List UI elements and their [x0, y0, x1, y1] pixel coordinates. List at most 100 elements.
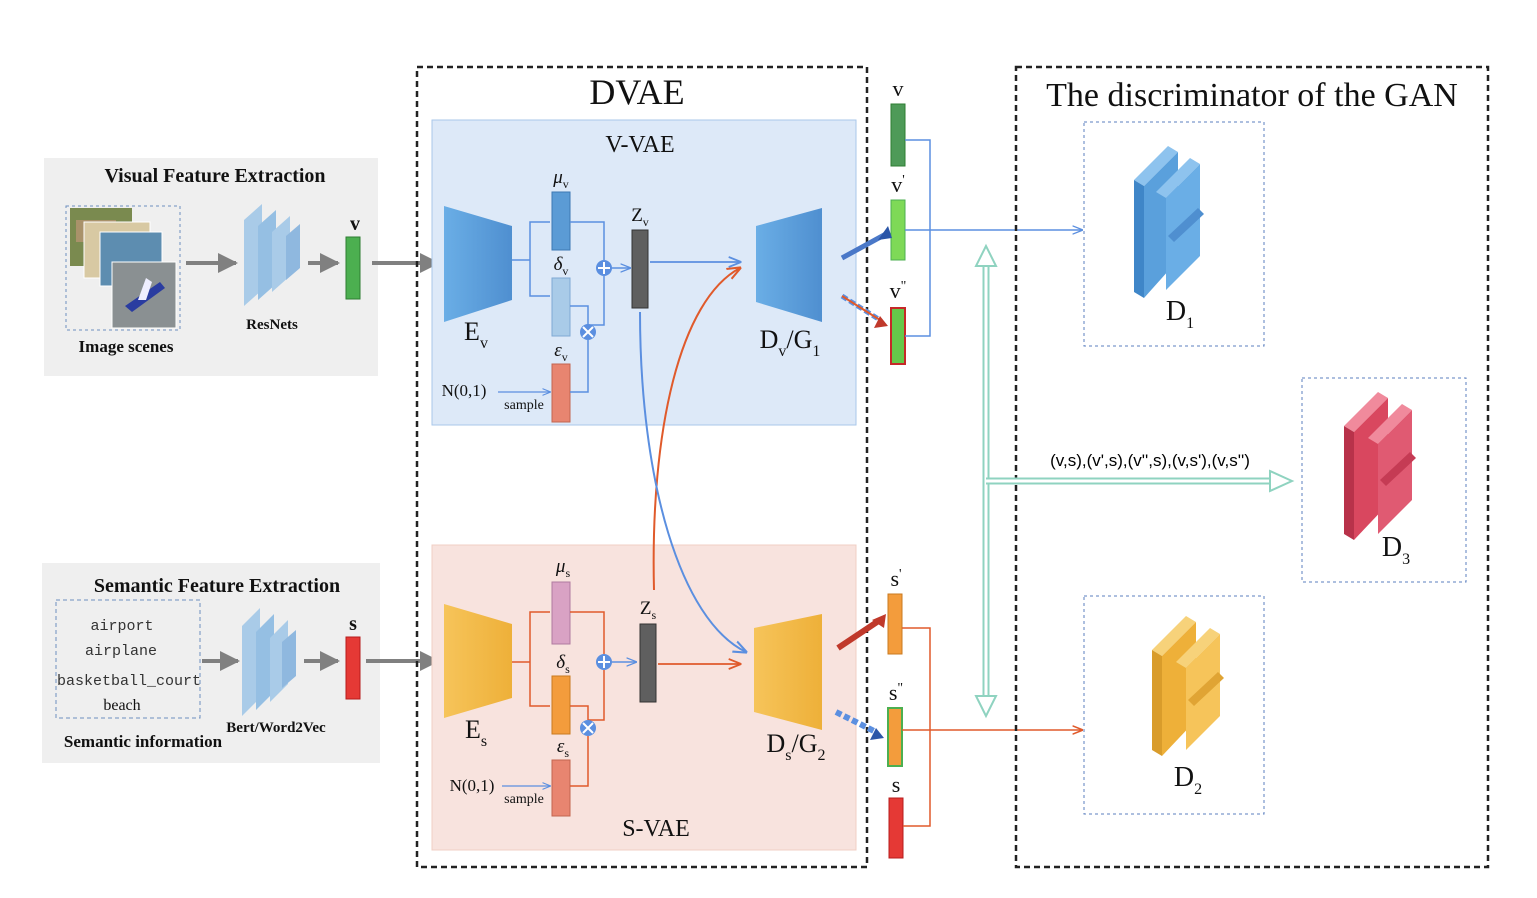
- cross-arrow-zs-to-dv: [652, 268, 740, 591]
- output-s-dprime-mark: ": [897, 681, 903, 696]
- d3-sub: 3: [1402, 551, 1410, 568]
- vvae-decoder-sub2: 1: [812, 343, 820, 360]
- vvae-delta-label: δ: [554, 254, 564, 275]
- svae-encoder-label: E: [465, 715, 481, 744]
- pairs-label: (v,s),(v',s),(v'',s),(v,s'),(v,s''): [1050, 451, 1250, 470]
- svg-text:v": v": [890, 278, 907, 303]
- vvae-label: V-VAE: [605, 132, 674, 158]
- svae-z-sub: s: [651, 608, 656, 622]
- svg-text:s": s": [889, 680, 903, 705]
- semantic-info-caption: Semantic information: [64, 732, 223, 751]
- svae-block: S-VAE Es μs δs εs N(0,1) sample Zs Ds/G2: [431, 544, 857, 851]
- vvae-encoder-shape: [444, 206, 512, 322]
- output-s-dprime-label: s: [889, 680, 898, 705]
- vvae-noise-label: N(0,1): [442, 381, 487, 400]
- svae-z-label: Z: [640, 598, 652, 619]
- svae-mu-label: μ: [555, 556, 566, 577]
- d1-sub: 1: [1186, 315, 1194, 332]
- d2-sub: 2: [1194, 781, 1202, 798]
- visual-extraction-panel: Visual Feature Extraction Image scenes R…: [44, 158, 440, 376]
- vvae-delta-sub: v: [562, 264, 568, 278]
- svae-mu-vector: [551, 581, 571, 645]
- d3-label: D: [1382, 532, 1402, 563]
- semantic-extraction-panel: Semantic Feature Extraction airport airp…: [42, 563, 440, 763]
- svae-delta-vector: [551, 675, 571, 735]
- svg-text:Ev: Ev: [464, 317, 488, 352]
- output-v-dprime-label: v: [890, 278, 901, 303]
- vvae-eps-sub: v: [562, 350, 568, 364]
- semantic-word-4: beach: [103, 697, 140, 714]
- svg-text:v': v': [891, 172, 905, 197]
- semantic-word-3: basketball_court: [57, 673, 201, 690]
- vvae-encoder-label: E: [464, 317, 480, 346]
- vvae-z-vector: [631, 229, 649, 309]
- output-s-prime-vector: [887, 593, 903, 655]
- gan-title: The discriminator of the GAN: [1046, 77, 1458, 114]
- output-s-prime-label: s: [890, 566, 899, 591]
- svae-eps-label: ε: [557, 736, 565, 757]
- output-s-vector: [888, 797, 904, 859]
- svg-text:s': s': [890, 566, 901, 591]
- svae-decoder-sep: /G: [792, 729, 818, 758]
- svae-eps-sub: s: [564, 746, 569, 760]
- svg-text:εv: εv: [554, 340, 568, 364]
- output-v-prime-vector: [890, 199, 906, 261]
- svg-text:δs: δs: [556, 652, 570, 676]
- output-v-prime-label: v: [891, 172, 902, 197]
- svg-text:D3: D3: [1382, 532, 1410, 568]
- svae-sample-label: sample: [504, 792, 544, 807]
- svae-decoder-sub: s: [785, 747, 791, 764]
- output-vectors: v v' v" s' s" s: [887, 76, 1082, 859]
- discriminator-d3: D3: [1301, 377, 1467, 583]
- svg-text:D2: D2: [1174, 762, 1202, 798]
- gan-frame: [1014, 65, 1490, 869]
- vvae-decoder-sub: v: [778, 343, 786, 360]
- svae-decoder-sub2: 2: [818, 747, 826, 764]
- vvae-sample-label: sample: [504, 398, 544, 413]
- semantic-feature-vector: [345, 636, 361, 700]
- output-s-dprime-vector: [887, 707, 903, 767]
- cross-arrow-zv-to-ds: [639, 311, 746, 652]
- vvae-eps-label: ε: [554, 340, 562, 361]
- svg-text:μs: μs: [555, 556, 571, 580]
- svg-text:Zs: Zs: [640, 598, 657, 622]
- svae-decoder-label: D: [766, 729, 785, 758]
- output-v-dprime-mark: ": [901, 279, 907, 294]
- svae-mu-sub: s: [565, 566, 570, 580]
- svae-noise-label: N(0,1): [450, 776, 495, 795]
- output-v-label: v: [893, 76, 904, 101]
- svg-text:Es: Es: [465, 715, 487, 750]
- discriminator-d1: D1: [1083, 121, 1265, 347]
- d1-block-icon: [1134, 146, 1204, 298]
- vvae-delta-vector: [551, 277, 571, 337]
- svae-decoder-shape: [754, 614, 822, 730]
- svae-z-vector: [639, 623, 657, 703]
- dvae-title: DVAE: [589, 72, 684, 112]
- visual-feature-vector: [345, 236, 361, 300]
- svg-text:δv: δv: [554, 254, 569, 278]
- semantic-feature-label: s: [349, 613, 357, 635]
- semantic-words-box: [55, 599, 201, 719]
- image-scenes-box: [65, 205, 181, 331]
- dvae-frame: [415, 65, 869, 869]
- bert-icon: [242, 608, 296, 716]
- vvae-mu-vector: [551, 191, 571, 251]
- resnets-label: ResNets: [246, 317, 298, 333]
- vvae-mu-sub: v: [563, 177, 569, 191]
- vvae-z-label: Z: [631, 205, 643, 226]
- semantic-extraction-title: Semantic Feature Extraction: [94, 575, 340, 597]
- svae-encoder-shape: [444, 604, 512, 718]
- svg-text:Dv/G1: Dv/G1: [760, 325, 821, 360]
- semantic-word-1: airport: [90, 618, 153, 635]
- svae-eps-vector: [551, 759, 571, 817]
- output-s-label: s: [892, 772, 901, 797]
- d2-label: D: [1174, 762, 1194, 793]
- svg-text:Ds/G2: Ds/G2: [766, 729, 825, 764]
- discriminator-d2: D2: [1083, 595, 1265, 815]
- vvae-decoder-shape: [756, 208, 822, 322]
- svae-delta-label: δ: [556, 652, 566, 673]
- svg-text:Zv: Zv: [631, 205, 649, 229]
- d1-label: D: [1166, 296, 1186, 327]
- vvae-decoder-sep: /G: [786, 325, 812, 354]
